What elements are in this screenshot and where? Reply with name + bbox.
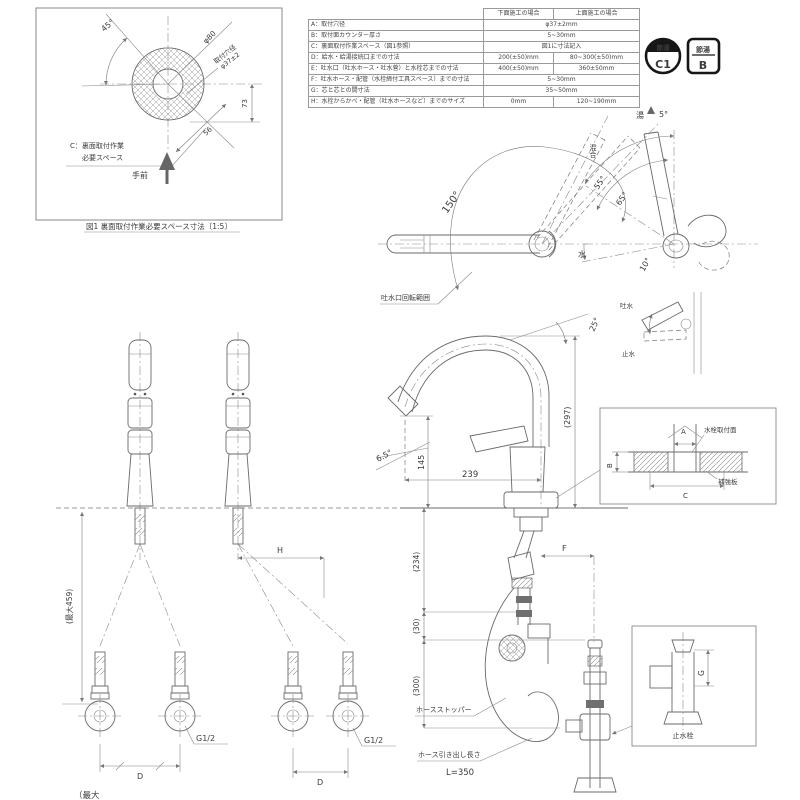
fig1-note-line2: 必要スペース [82, 153, 123, 162]
spec-col1-header: 下面施工の場合 [483, 8, 554, 20]
row-value: 5~30mm [483, 74, 640, 86]
fig1-mounting-space-diagram: 45° φ80 取付穴径 φ37±2 73 56 C：裏面取付作業 必要スペース… [35, 7, 283, 233]
row-label: H：水栓からかべ・配管（吐水ホースなど）までのサイズ [308, 96, 484, 108]
spout-rotation-top-view: 150° 吐水口回転範囲 [378, 115, 661, 305]
faucet-base [503, 491, 559, 509]
faucet-front-view-2 [224, 332, 252, 560]
dim-239: 239 [462, 470, 478, 480]
mount-surface-label: 水栓取付面 [704, 425, 737, 434]
lever-open-label: 吐水 [620, 301, 634, 310]
dim-D2: D [317, 778, 323, 787]
dim-C: C [683, 492, 688, 500]
stop-valve-detail: G 止水栓 [611, 625, 757, 747]
row-value: 35~50mm [483, 85, 640, 97]
front-arrow-icon [159, 152, 175, 170]
row-label: A：取付穴径 [308, 19, 484, 31]
dim-297: (297) [563, 406, 572, 428]
row-value-1: 400(±50)mm [483, 63, 554, 75]
row-value: φ37±2mm [483, 19, 640, 31]
mix-label: 混合 [589, 143, 597, 159]
dim-234: (234) [412, 552, 421, 572]
spec-col2-header: 上面施工の場合 [553, 8, 640, 20]
row-value: 図1に寸法記入 [483, 41, 640, 53]
table-row: C：裏面取付作業スペース（図1参照）図1に寸法記入 [308, 41, 640, 53]
angle-55: 55° [592, 174, 608, 191]
row-label: G：芯と芯との間寸法 [308, 85, 484, 97]
hose-length-label: ホース引き出し長さ [418, 750, 481, 759]
handle-angle-diagram: 湯 5° 混合 55° 65° 10° 水 [578, 106, 758, 273]
thread-size-1: G1/2 [196, 734, 215, 743]
dim-145: 145 [417, 455, 426, 470]
angle-6-5: 6.5° [375, 448, 394, 464]
cold-label: 水 [578, 249, 586, 259]
lever-close-label: 止水 [622, 349, 636, 358]
badge-b-top-label: 節湯 [696, 45, 710, 54]
dim-F: F [562, 544, 567, 553]
under-counter-piping: (234) (30) (300) F ホースストッパー ホース引き出し長さ [412, 508, 617, 793]
dim-B: B [606, 463, 614, 468]
row-label: E：吐水口（吐水ホース・吐水菅）と水栓芯までの寸法 [308, 63, 484, 75]
pull-out-hose-loop [484, 587, 559, 742]
fig1-dim-73: 73 [241, 99, 249, 108]
front-views: (最大459) H G1/2 G1/2 D D （最大 [56, 332, 398, 800]
dim-30: (30) [412, 619, 421, 634]
badge-setsuyu-b [686, 37, 721, 75]
fig1-front-label: 手前 [132, 170, 148, 180]
rotation-range-label: 吐水口回転範囲 [381, 293, 430, 302]
faucet-front-view-1 [126, 332, 154, 560]
row-label: D：給水・給湯接続口までの寸法 [308, 52, 484, 64]
dim-D1: D [137, 772, 143, 781]
dim-300: (300) [412, 676, 421, 696]
table-header-row: 下面施工の場合 上面施工の場合 [309, 8, 640, 20]
angle-25: 25° [588, 316, 602, 333]
row-value-1: 200(±50)mm [483, 52, 554, 64]
spray-head [387, 385, 419, 417]
row-label: C：裏面取付作業スペース（図1参照） [308, 41, 484, 53]
badge-b-value: B [699, 59, 707, 72]
hose-length-value: L=350 [446, 768, 474, 778]
angle-10: 10° [638, 256, 653, 273]
row-value-1: 0mm [483, 96, 554, 108]
stop-valve-label: 止水栓 [673, 731, 694, 740]
dim-H: H [277, 546, 283, 555]
dim-A: A [681, 428, 686, 436]
row-label: B：取付面カウンター厚さ [308, 30, 484, 42]
faucet-body [509, 446, 546, 493]
hot-direction-arrow-icon [647, 106, 655, 114]
dim-G: G [697, 670, 706, 676]
hot-label: 湯 [636, 110, 644, 120]
angle-5: 5° [659, 110, 668, 119]
counter-mount-detail: A B C 水栓取付面 補強板 [599, 407, 777, 505]
dim-max459: (最大459) [64, 589, 74, 624]
lever-lift-side-view: 吐水 止水 [620, 292, 702, 374]
dim-max-clipped: （最大 [74, 790, 100, 800]
badge-c1-value: C1 [655, 58, 671, 71]
row-value-2: 360±50mm [553, 63, 640, 75]
handle-lever [469, 425, 529, 453]
hose-end-fittings [78, 651, 370, 738]
row-value-2: 80~300(±50)mm [553, 52, 640, 64]
fig1-caption: 図1 裏面取付作業必要スペース寸法〔1:5〕 [86, 221, 232, 231]
row-value: 5~30mm [483, 30, 640, 42]
hose-stopper-label: ホースストッパー [416, 706, 472, 714]
badge-setsuyu-c1 [644, 37, 682, 75]
faucet-side-view: 145 239 (297) 25° 6.5° [375, 313, 628, 532]
reinforce-plate-label: 補強板 [718, 477, 738, 486]
thread-size-2: G1/2 [364, 736, 383, 745]
fig1-note-line1: C：裏面取付作業 [70, 141, 124, 150]
badge-c1-top-label: 節湯 [656, 43, 671, 52]
eco-badges: 節湯 C1 節湯 B [644, 37, 721, 75]
angle-65: 65° [614, 190, 630, 207]
row-label: F：吐水ホース・配管（水栓締付工具スペース）までの寸法 [308, 74, 484, 86]
row-value-2: 120~190mm [553, 96, 640, 108]
